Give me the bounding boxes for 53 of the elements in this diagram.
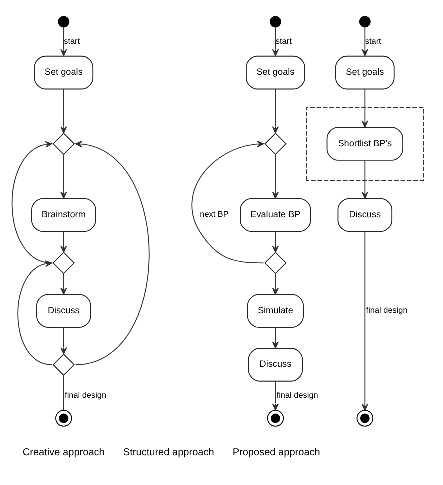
node-diamond — [264, 132, 287, 155]
arrow — [75, 140, 150, 365]
node-box: Set goals — [246, 55, 306, 90]
node-circle — [267, 410, 284, 426]
edge-label: final design — [276, 390, 318, 400]
node-box: Set goals — [34, 55, 94, 90]
node-circle — [359, 16, 371, 28]
node-box: Discuss — [338, 198, 393, 232]
node-circle — [56, 410, 72, 426]
node-box: Set goals — [335, 55, 395, 90]
node-box: Discuss — [248, 348, 304, 382]
node-diamond — [52, 132, 76, 155]
node-box: Simulate — [247, 294, 304, 328]
arrow — [272, 326, 280, 348]
arrow — [272, 230, 280, 253]
edge-label: final design — [65, 390, 107, 400]
arrow — [272, 154, 280, 199]
label: Proposed approach — [232, 446, 320, 458]
arrow — [192, 140, 264, 264]
arrow — [272, 26, 280, 56]
arrow — [272, 88, 280, 134]
arrow — [362, 230, 368, 411]
node-circle — [58, 16, 70, 28]
arrow — [362, 160, 368, 199]
arrow — [362, 26, 368, 56]
edge-label: start — [276, 36, 292, 46]
arrow — [60, 326, 68, 354]
node-diamond — [52, 353, 76, 376]
node-diamond — [264, 252, 287, 274]
node-box: Discuss — [36, 294, 92, 328]
label: Structured approach — [123, 446, 214, 458]
node-box: Evaluate BP — [240, 198, 312, 232]
edge-label: start — [64, 36, 80, 46]
arrow — [18, 260, 52, 365]
edge-label: start — [365, 36, 382, 46]
arrow — [60, 272, 68, 295]
arrow — [362, 88, 368, 128]
node-box: Shortlist BP's — [326, 126, 404, 160]
arrow — [272, 380, 280, 410]
arrow — [12, 140, 52, 264]
node-diamond — [52, 252, 76, 274]
arrow — [60, 88, 68, 134]
arrow — [60, 26, 68, 56]
arrow — [60, 154, 68, 199]
node-circle — [356, 410, 374, 426]
arrow — [60, 230, 68, 253]
label: Creative approach — [22, 446, 105, 458]
edge-label: final design — [366, 306, 408, 315]
arrow — [272, 272, 280, 295]
connector — [63, 374, 64, 411]
node-box: Brainstorm — [31, 198, 96, 232]
node-circle — [270, 16, 282, 28]
edge-label: next BP — [200, 210, 229, 219]
